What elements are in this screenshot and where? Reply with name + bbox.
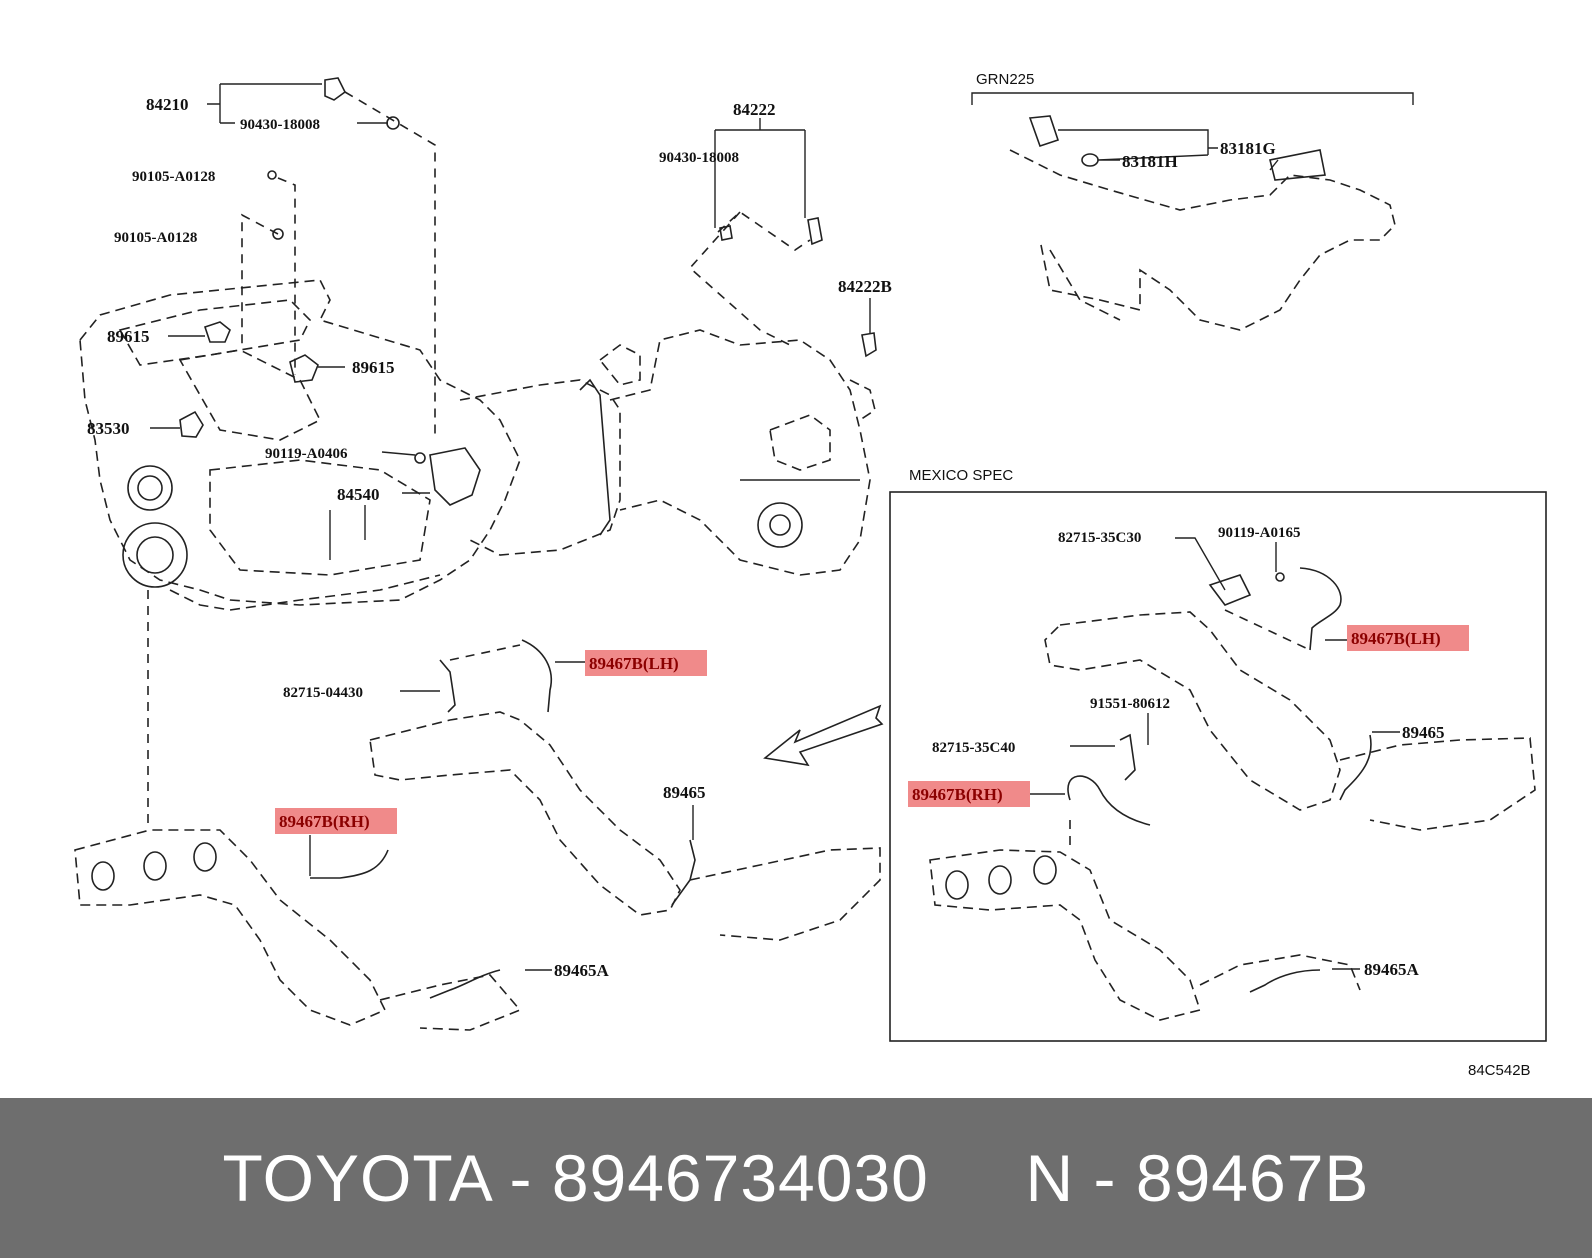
label-84210: 84210: [146, 95, 189, 114]
label-82715-35c40: 82715-35C40: [932, 740, 1015, 756]
label-90105-a0128-a: 90105-A0128: [132, 169, 215, 185]
lower-exhaust-drawing: [74, 639, 884, 1031]
highlight-lh: [585, 650, 707, 676]
mexico-spec-inset: [889, 491, 1547, 1042]
label-89467b-lh-mexico: 89467B(LH): [1351, 629, 1441, 648]
label-90119-a0406: 90119-A0406: [265, 446, 348, 462]
label-90119-a0165: 90119-A0165: [1218, 525, 1301, 541]
label-83530: 83530: [87, 419, 130, 438]
diagram-code: 84C542B: [1468, 1062, 1531, 1079]
label-grn225: GRN225: [976, 71, 1034, 88]
highlight-rh-mexico: [908, 781, 1030, 807]
label-89615-b: 89615: [352, 358, 395, 377]
label-84540: 84540: [337, 485, 380, 504]
highlight-lh-mexico: [1347, 625, 1469, 651]
label-82715-35c30: 82715-35C30: [1058, 530, 1141, 546]
assembly-dashed-lines: [147, 91, 811, 830]
label-90430-18008-b: 90430-18008: [659, 150, 739, 166]
grn225-inset: [971, 92, 1414, 331]
label-91551-80612: 91551-80612: [1090, 696, 1170, 712]
top-left-parts: [179, 77, 877, 506]
engine-transmission-drawing: [79, 279, 876, 611]
label-mexico-spec: MEXICO SPEC: [909, 467, 1013, 484]
label-83181h: 83181H: [1122, 152, 1178, 171]
label-84222: 84222: [733, 100, 776, 119]
parts-diagram: 84210 90430-18008 90105-A0128 90105-A012…: [74, 71, 1547, 1079]
label-89465a-mexico: 89465A: [1364, 960, 1420, 979]
label-89465: 89465: [663, 783, 706, 802]
label-82715-04430: 82715-04430: [283, 685, 363, 701]
leader-lines-top-left: [150, 83, 871, 560]
label-89467b-lh: 89467B(LH): [589, 654, 679, 673]
part-number-caption: TOYOTA - 8946734030 N - 89467B: [222, 1141, 1370, 1215]
label-89465a: 89465A: [554, 961, 610, 980]
label-90430-18008-a: 90430-18008: [240, 117, 320, 133]
label-83181g: 83181G: [1220, 139, 1276, 158]
label-89465-mexico: 89465: [1402, 723, 1445, 742]
footer-bar: TOYOTA - 8946734030 N - 89467B: [0, 1098, 1592, 1258]
label-89467b-rh-mexico: 89467B(RH): [912, 785, 1003, 804]
label-84222b: 84222B: [838, 277, 892, 296]
label-89467b-rh: 89467B(RH): [279, 812, 370, 831]
label-90105-a0128-b: 90105-A0128: [114, 230, 197, 246]
highlight-rh: [275, 808, 397, 834]
label-89615-a: 89615: [107, 327, 150, 346]
